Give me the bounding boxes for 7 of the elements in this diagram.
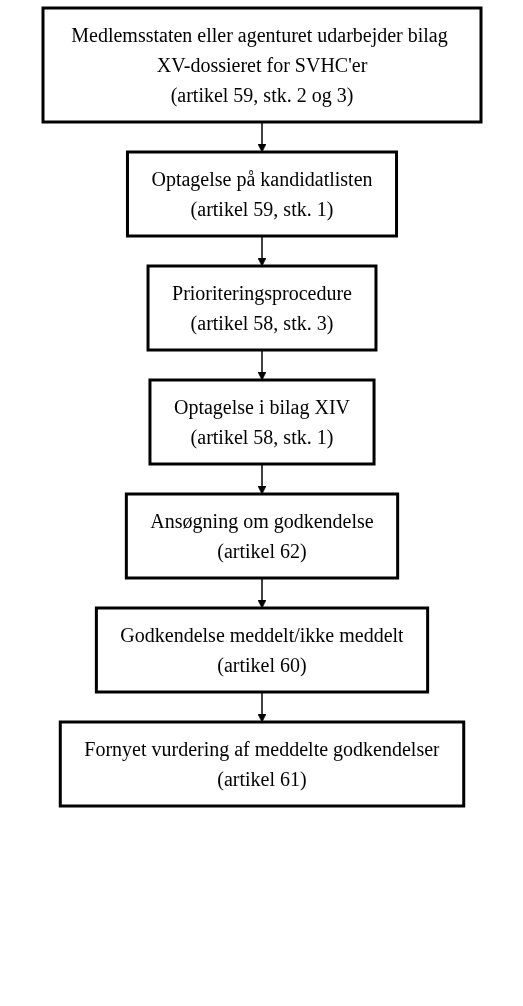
node-box: Optagelse i bilag XIV (artikel 58, stk. 1) <box>147 378 376 466</box>
node-box: Ansøgning om godkendelse (artikel 62) <box>124 492 399 580</box>
node-box: Medlemsstaten eller agenturet udarbejder bilag XV-dossieret for SVHC'er (artikel 59, stk. 2 og 3) <box>41 6 482 124</box>
node-box: Fornyet vurdering af meddelte godkendelser (artikel 61) <box>58 720 465 808</box>
node-box: Prioriteringsprocedure (artikel 58, stk. 3) <box>146 264 377 352</box>
node-box: Godkendelse meddelt/ikke meddelt (artikel 60) <box>94 606 429 694</box>
node-box: Optagelse på kandidatlisten (artikel 59, stk. 1) <box>125 150 398 238</box>
